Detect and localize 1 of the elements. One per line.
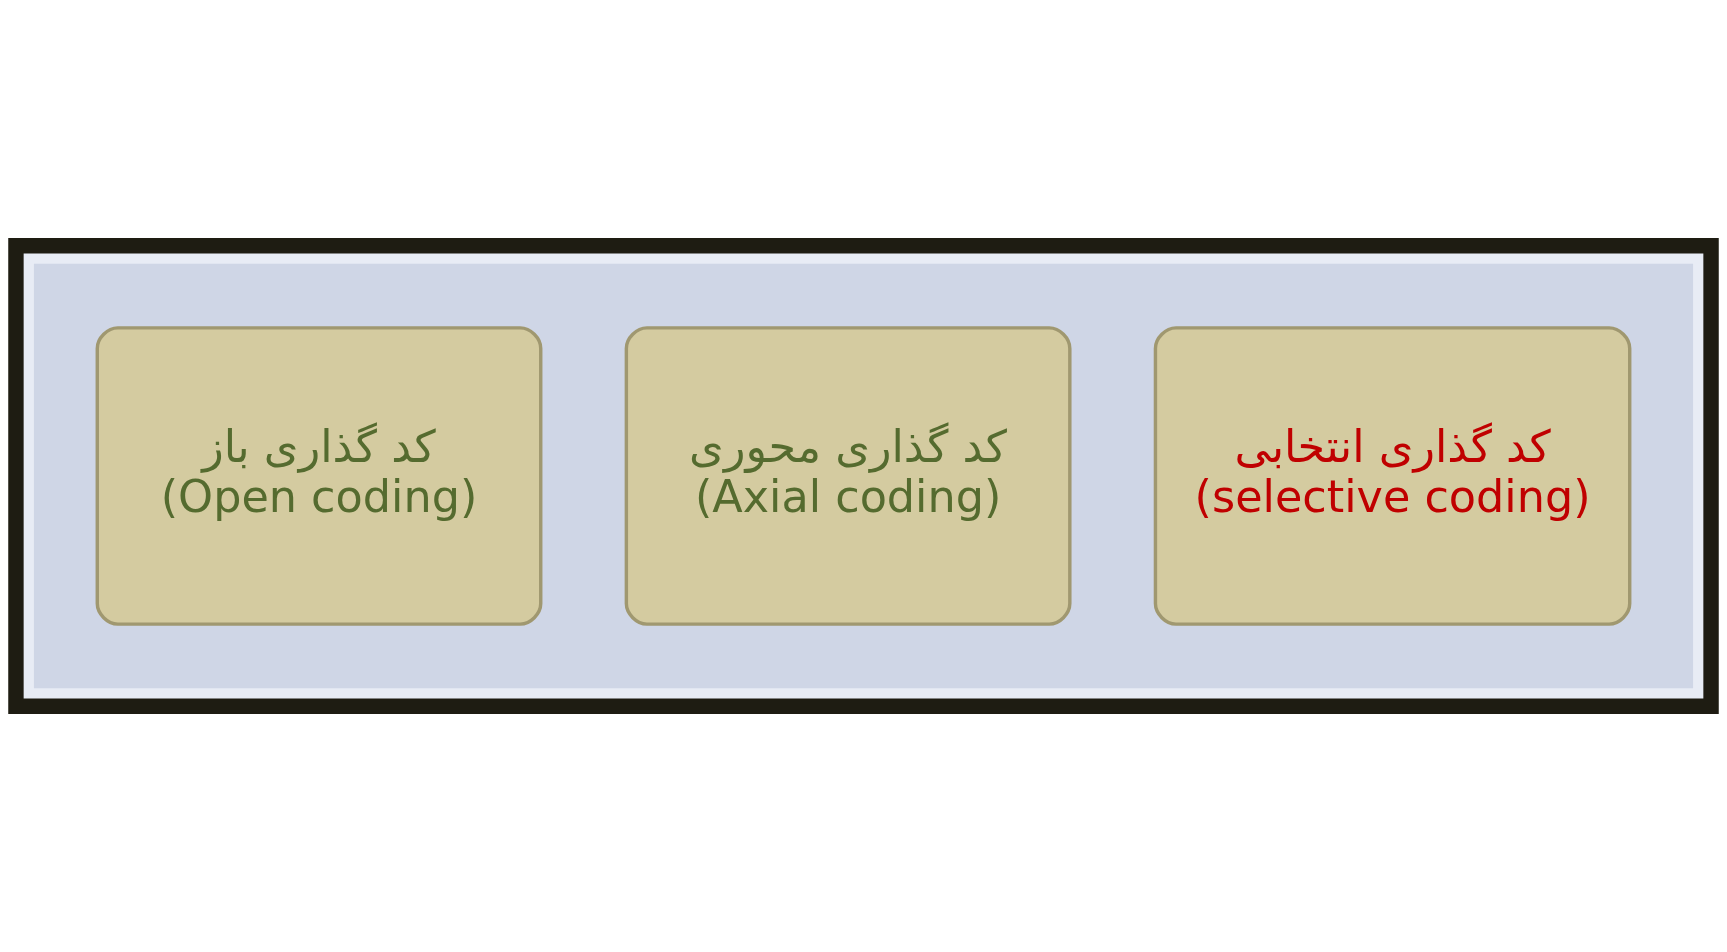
cluster — [23, 253, 1704, 699]
